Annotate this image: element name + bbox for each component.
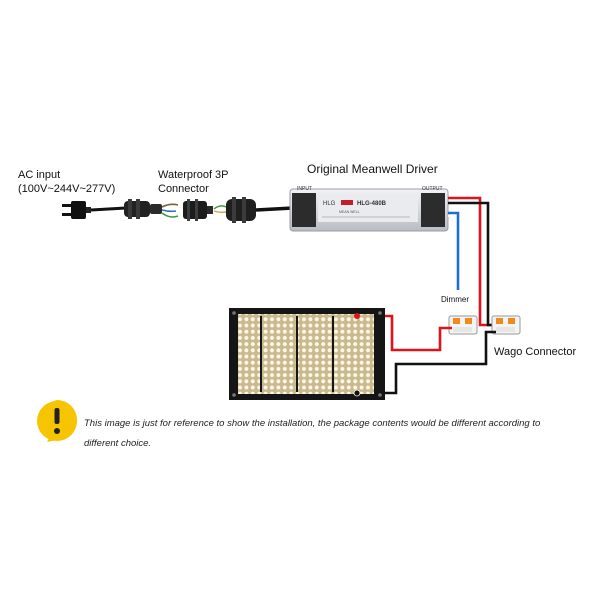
ac-wire-brown [161, 203, 179, 208]
driver-maker-text: MEAN WELL [339, 210, 360, 214]
driver-label: Original Meanwell Driver [307, 162, 438, 176]
driver-model-text: HLG-480B [357, 201, 387, 207]
waterproof-3p-connector [183, 199, 213, 221]
waterproof-connector-label: Waterproof 3P Connector [158, 168, 229, 196]
ac-cable [90, 206, 127, 212]
warning-icon [37, 400, 77, 442]
wire-red-to-board [357, 314, 452, 352]
wire-blue-dimmer [448, 211, 460, 290]
ac-input-label: AC input (100V~244V~277V) [18, 168, 115, 196]
ac-input-title: AC input [18, 169, 61, 181]
wire-red-output [448, 196, 505, 327]
driver-input-text: INPUT [297, 186, 312, 192]
driver-output-text: OUTPUT [422, 186, 443, 192]
wire-black-to-board [357, 330, 496, 395]
wago-connector-right [491, 315, 521, 335]
waterproof-connector-subtitle: Connector [158, 183, 209, 195]
led-quantum-board [229, 308, 385, 400]
wago-connector-label: Wago Connector [494, 346, 577, 358]
wire-black-output [448, 201, 505, 327]
driver-input-cable [255, 206, 294, 212]
dimmer-label: Dimmer [441, 295, 469, 304]
plug-icon [62, 201, 91, 219]
wago-connector-left [448, 315, 478, 335]
driver-brand-text: HLG [323, 201, 336, 207]
wire-white-dimmer [448, 215, 453, 290]
waterproof-connector-title: Waterproof 3P [158, 169, 229, 181]
waterproof-connector-male [124, 199, 162, 219]
ac-wire-blue [161, 209, 177, 213]
ac-input-voltage: (100V~244V~277V) [18, 183, 116, 195]
installation-note: This image is just for reference to show… [84, 418, 541, 449]
waterproof-connector-female [226, 197, 256, 223]
ac-wire-green [161, 212, 179, 218]
meanwell-driver: INPUT OUTPUT HLG HLG-480B MEAN WELL [289, 186, 449, 232]
